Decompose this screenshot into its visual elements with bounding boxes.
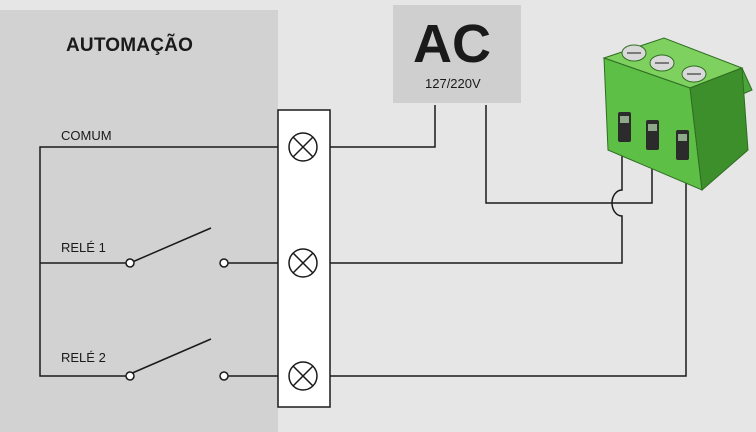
relay1-contact-a bbox=[125, 258, 135, 268]
relay1-contact-b bbox=[219, 258, 229, 268]
relay2-to-connector-wire bbox=[330, 150, 687, 377]
relay2-contact-b bbox=[219, 371, 229, 381]
terminal-screw-relay1 bbox=[288, 248, 318, 278]
automation-title: AUTOMAÇÃO bbox=[66, 35, 194, 56]
relay1-to-connector-wire bbox=[330, 150, 623, 264]
ac-power-box bbox=[393, 5, 521, 103]
relay2-contact-a bbox=[125, 371, 135, 381]
terminal-block-connector bbox=[602, 37, 753, 191]
relay2-switch-blade bbox=[129, 338, 212, 375]
relay1-switch-blade bbox=[129, 227, 212, 264]
terminal-screw-relay2 bbox=[288, 361, 318, 391]
relay1-label: RELÉ 1 bbox=[61, 240, 106, 255]
ac-voltage-label: 127/220V bbox=[425, 76, 481, 91]
common-bus-wire bbox=[39, 146, 278, 377]
relay2-label: RELÉ 2 bbox=[61, 350, 106, 365]
ac-to-connector-wire bbox=[485, 105, 653, 204]
ac-to-common-wire bbox=[330, 105, 436, 148]
automation-panel bbox=[0, 10, 278, 432]
ac-title: AC bbox=[413, 14, 491, 74]
common-terminal-label: COMUM bbox=[61, 128, 112, 143]
terminal-screw-common bbox=[288, 132, 318, 162]
